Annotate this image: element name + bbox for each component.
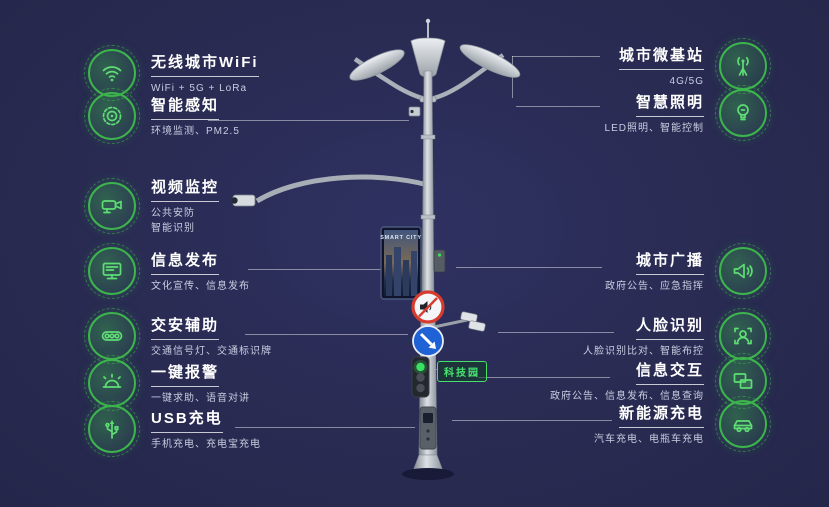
traffic-light-icon <box>84 308 140 364</box>
feature-desc: 政府公告、信息发布、信息查询 <box>550 390 704 402</box>
ev-car-icon <box>715 396 771 452</box>
antenna-icon <box>715 38 771 94</box>
traffic-light <box>411 356 430 398</box>
feature-desc: 公共安防 智能识别 <box>151 208 195 234</box>
feature-desc: 手机充电、充电宝充电 <box>151 438 261 450</box>
feature-item-info-interaction: 信息交互政府公告、信息发布、信息查询 <box>550 353 771 409</box>
no-horn-sign <box>411 290 445 324</box>
alarm-icon <box>84 355 140 411</box>
connector-line <box>456 267 602 268</box>
feature-item-ev-charging: 新能源充电汽车充电、电瓶车充电 <box>594 396 771 452</box>
surveillance-cameras <box>433 311 486 332</box>
feature-desc: 交通信号灯、交通标识牌 <box>151 345 272 357</box>
feature-title: 视频监控 <box>151 176 220 202</box>
connector-line <box>498 332 614 333</box>
connector-line <box>452 420 612 421</box>
feature-title: 新能源充电 <box>618 402 704 428</box>
screen-title: SMART CITY <box>380 235 422 241</box>
feature-item-microstation: 城市微基站 4G/5G <box>618 38 771 94</box>
feature-item-face-recognition: 人脸识别人脸识别比对、智能布控 <box>583 308 771 364</box>
feature-desc: 人脸识别比对、智能布控 <box>583 345 704 357</box>
feature-title: 信息发布 <box>151 249 220 275</box>
cctv-icon <box>84 178 140 234</box>
cctv-camera <box>231 174 429 207</box>
pole-collar <box>420 214 436 220</box>
feature-item-usb: USB充电手机充电、充电宝充电 <box>84 401 261 457</box>
feature-item-video: 视频监控公共安防 智能识别 <box>84 176 220 234</box>
feature-title: 一键报警 <box>151 361 220 387</box>
equipment-box <box>433 249 446 273</box>
display-icon <box>84 243 140 299</box>
feature-title: 城市广播 <box>635 249 704 275</box>
connector-line <box>478 377 610 378</box>
feature-title: USB充电 <box>151 407 223 433</box>
smart-pole-illustration: SMART CITY <box>215 15 545 485</box>
pole-svg: SMART CITY <box>231 18 521 480</box>
connector-line <box>516 106 600 107</box>
display-screen: SMART CITY <box>380 226 422 300</box>
feature-title: 智能感知 <box>151 94 220 120</box>
feature-item-sensing: 智能感知环境监测、PM2.5 <box>84 88 240 144</box>
connector-line <box>245 334 408 335</box>
usb-icon <box>84 401 140 457</box>
feature-item-lighting: 智慧照明 LED照明、智能控制 <box>604 85 771 141</box>
feature-title: 交安辅助 <box>151 314 220 340</box>
pole-base <box>402 454 454 480</box>
environment-sensor <box>408 106 421 117</box>
tech-park-tag: 科技园 <box>437 361 487 382</box>
feature-title: 城市微基站 <box>618 44 704 70</box>
feature-desc: 文化宣传、信息发布 <box>151 280 250 292</box>
feature-desc: 汽车充电、电瓶车充电 <box>594 433 704 445</box>
charging-unit <box>419 406 437 450</box>
connector-line <box>512 56 600 57</box>
direction-sign <box>412 325 444 357</box>
pole-collar <box>420 134 436 140</box>
feature-desc: 4G/5G <box>669 75 704 87</box>
feature-title: 人脸识别 <box>635 314 704 340</box>
lamp-head <box>349 18 521 103</box>
bulb-icon <box>715 85 771 141</box>
feature-desc: 政府公告、应急指挥 <box>605 280 704 292</box>
feature-desc: 一键求助、语音对讲 <box>151 392 250 404</box>
feature-title: 无线城市WiFi <box>151 51 259 77</box>
connector-line <box>208 120 409 121</box>
pole-upper <box>421 70 435 306</box>
feature-item-alarm: 一键报警一键求助、语音对讲 <box>84 355 250 411</box>
feature-item-info-release: 信息发布文化宣传、信息发布 <box>84 243 250 299</box>
feature-title: 信息交互 <box>635 359 704 385</box>
speaker-icon <box>715 243 771 299</box>
feature-desc: LED照明、智能控制 <box>604 122 704 134</box>
feature-desc: WiFi + 5G + LoRa <box>151 82 248 94</box>
connector-line <box>248 269 381 270</box>
connector-line <box>235 427 415 428</box>
feature-title: 智慧照明 <box>635 91 704 117</box>
sensor-icon <box>84 88 140 144</box>
feature-item-broadcast: 城市广播政府公告、应急指挥 <box>605 243 771 299</box>
feature-desc: 环境监测、PM2.5 <box>151 125 240 137</box>
